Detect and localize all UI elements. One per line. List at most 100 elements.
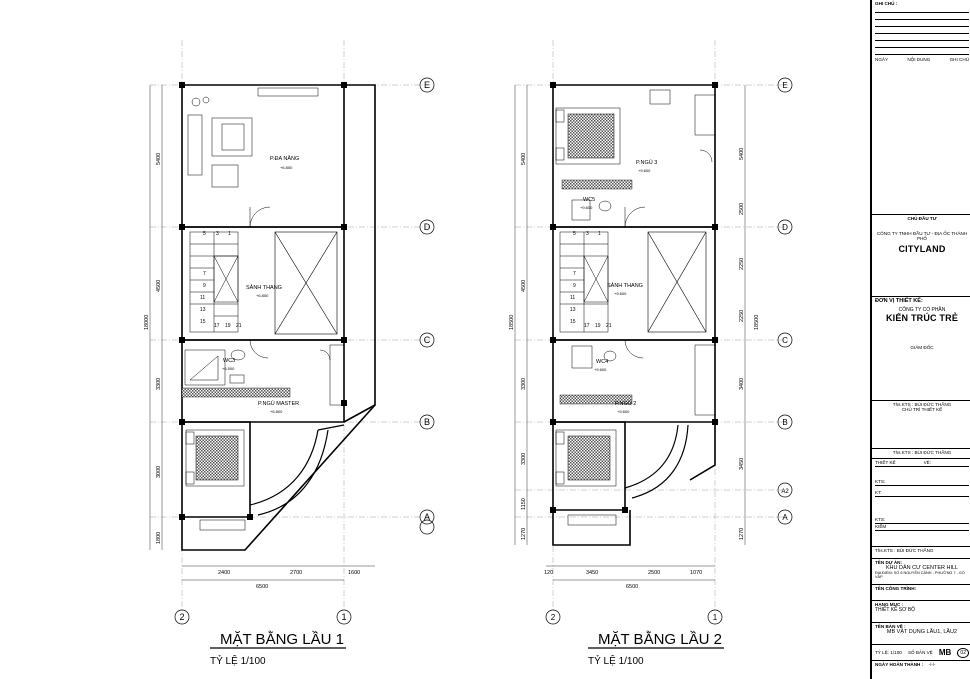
dim-right: 5400 <box>739 148 745 160</box>
dim-bottom: 1070 <box>690 570 702 576</box>
svg-text:A2: A2 <box>781 489 789 495</box>
date-label: NGÀY HOÀN THÀNH : <box>875 662 924 667</box>
stair-plan1 <box>189 231 239 333</box>
designer-label: ĐƠN VỊ THIẾT KẾ: <box>875 298 923 304</box>
level-tag: +9.600 <box>594 367 607 372</box>
row-ve: VẼ: <box>923 460 931 465</box>
dim-left: 5400 <box>521 153 527 165</box>
dimensions-plan2: 120 3450 2500 1070 6500 5400 4500 3300 3… <box>509 85 760 590</box>
room-sanh-thang: SẢNH THANG <box>246 284 282 291</box>
svg-text:11: 11 <box>570 295 575 301</box>
level-tag: +9.600 <box>617 409 630 414</box>
category-label: HẠNG MỤC : <box>875 602 904 607</box>
grid-lines-plan1 <box>150 40 430 610</box>
axis-labels-plan2: E D C B A2 A 2 1 <box>551 81 790 622</box>
signatory-1: Ths.KTS : BÙI ĐỨC THẮNG CHỦ TRÌ THIẾT KẾ <box>872 400 970 448</box>
stair-plan2 <box>559 231 609 333</box>
dim-right: 3450 <box>739 458 745 470</box>
svg-text:D: D <box>424 222 431 232</box>
svg-text:2: 2 <box>551 613 556 622</box>
dim-bottom: 2400 <box>218 570 230 576</box>
level-tag: +6.500 <box>222 366 235 371</box>
plan1-title: MẶT BẰNG LẦU 1 <box>220 630 344 648</box>
dim-left: 1270 <box>521 528 527 540</box>
dimensions-plan1: 2400 2700 1600 6500 5400 4500 3300 3000 … <box>144 85 375 590</box>
drawing-name: MB VẬT DỤNG LẦU1, LẦU2 <box>886 629 958 635</box>
bay-window-plan1 <box>249 424 345 516</box>
dim-total-left: 18000 <box>144 315 150 330</box>
svg-text:15: 15 <box>570 319 576 325</box>
svg-text:15: 15 <box>200 319 206 325</box>
revision-col: NGÀY <box>875 57 889 62</box>
axis-markers-plan2 <box>545 77 793 625</box>
svg-text:19: 19 <box>225 323 231 329</box>
works-label: TÊN CÔNG TRÌNH: <box>875 586 917 591</box>
svg-text:13: 13 <box>570 307 576 313</box>
svg-text:5: 5 <box>203 231 206 237</box>
level-tag: +6.800 <box>256 293 269 298</box>
row-kiem: KIỂM <box>875 524 887 529</box>
void-plan2 <box>647 231 707 333</box>
svg-text:19: 19 <box>595 323 601 329</box>
level-tag: +9.600 <box>580 205 593 210</box>
signatory-1-name: Ths.KTS : BÙI ĐỨC THẮNG <box>892 402 952 407</box>
owner-logo: CITYLAND <box>898 244 946 254</box>
wc-fixtures-plan2 <box>571 89 716 416</box>
level-tag: +9.600 <box>638 168 651 173</box>
svg-text:17: 17 <box>214 323 220 329</box>
labels-plan1: P.ĐA NĂNG +6.800 SẢNH THANG +6.800 WC3 +… <box>200 155 299 414</box>
revision-col: NỘI DUNG <box>907 57 931 62</box>
axis-labels-plan1: E D C B A 2 1 <box>179 80 430 622</box>
bay-window-plan2 <box>624 424 689 499</box>
designer-section: ĐƠN VỊ THIẾT KẾ: CÔNG TY CỔ PHẦN KIẾN TR… <box>872 296 970 400</box>
notes-label: GHI CHÚ : <box>875 1 898 6</box>
wardrobe-plan2 <box>559 394 633 405</box>
owner-label: CHỦ ĐẦU TƯ <box>907 216 937 221</box>
title-block: GHI CHÚ : NGÀY NỘI DUNG GHI CHÚ CHỦ ĐẦU … <box>870 0 970 679</box>
signatory-2: Ths.KTS : BÙI ĐỨC THẮNG <box>872 448 970 458</box>
axis-markers-plan1 <box>174 77 435 625</box>
svg-text:2: 2 <box>179 612 184 622</box>
svg-text:1: 1 <box>598 231 601 237</box>
dim-total-bottom: 6500 <box>626 584 638 590</box>
project-name: KHU DÂN CƯ CENTER HILL <box>885 565 959 571</box>
row-thiet-ke: THIẾT KẾ <box>875 460 896 465</box>
sheet-no-label: SỐ BẢN VẼ <box>907 650 933 655</box>
signatory-2-name: Ths.KTS : BÙI ĐỨC THẮNG <box>892 450 952 455</box>
drawing-label: TÊN BẢN VẼ : <box>875 624 906 629</box>
room-wc3: WC3 <box>223 358 235 364</box>
dim-right: 1270 <box>739 528 745 540</box>
plan2-title: MẶT BẰNG LẦU 2 <box>598 630 722 648</box>
svg-text:1: 1 <box>228 231 231 237</box>
svg-text:7: 7 <box>203 271 206 277</box>
dim-bottom: 2700 <box>290 570 302 576</box>
dim-right: 2500 <box>739 203 745 215</box>
designer-company: CÔNG TY CỔ PHẦN <box>898 307 946 313</box>
dim-left: 3300 <box>521 453 527 465</box>
svg-text:9: 9 <box>573 283 576 289</box>
columns-plan2 <box>550 82 718 513</box>
category-section: HẠNG MỤC : THIẾT KẾ SƠ BỘ <box>872 600 970 622</box>
balcony-railing-plan1 <box>181 387 291 398</box>
row-kt: KT: <box>875 490 882 495</box>
svg-text:1: 1 <box>713 613 718 622</box>
wardrobe-plan2 <box>561 179 633 190</box>
stair-numbers-plan2: 5 3 1 7 9 11 13 15 17 19 21 <box>570 231 612 329</box>
svg-text:D: D <box>782 223 788 232</box>
floor-plan-lau-1 <box>150 40 430 610</box>
svg-text:13: 13 <box>200 307 206 313</box>
dim-total-bottom: 6500 <box>256 584 268 590</box>
dim-left: 5400 <box>156 153 162 165</box>
row-kts: KTS: <box>875 479 886 484</box>
bed-plan2-room3 <box>555 107 621 165</box>
category-value: THIẾT KẾ SƠ BỘ <box>875 607 916 613</box>
svg-text:C: C <box>782 336 788 345</box>
svg-text:3: 3 <box>216 231 219 237</box>
owner-company: CÔNG TY TNHH ĐẦU TƯ - ĐỊA ỐC THÀNH PHỐ <box>876 231 968 241</box>
room-p-ngu-3: P.NGỦ 3 <box>636 159 657 166</box>
dim-total-right: 18500 <box>754 315 760 330</box>
works-section: TÊN CÔNG TRÌNH: <box>872 584 970 600</box>
dim-right: 3400 <box>739 378 745 390</box>
sheet-num: 02 <box>957 647 969 658</box>
